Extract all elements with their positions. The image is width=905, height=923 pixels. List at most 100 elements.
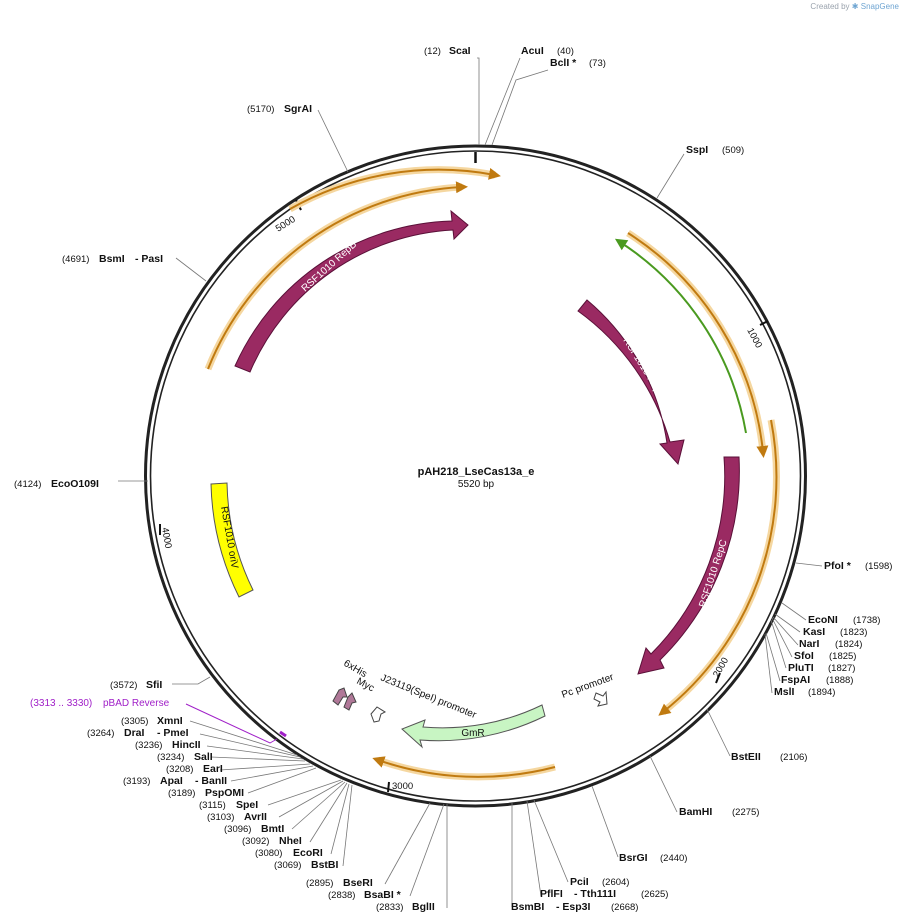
site-xmni[interactable]: (3305) XmnI	[121, 715, 183, 727]
site-msli[interactable]: MslI(1894)	[774, 686, 835, 698]
site-pos: (3069)	[274, 860, 301, 871]
site-pspomi[interactable]: (3189)PspOMI	[168, 787, 244, 799]
site-name: KasI	[803, 626, 825, 638]
site-pos: (1598)	[865, 561, 892, 572]
site-name: SpeI	[236, 799, 258, 811]
feature-repB[interactable]: RSF1010 RepB	[234, 209, 469, 373]
site-pos: (4124)	[14, 479, 41, 490]
site-sspi[interactable]: SspI(509)	[686, 144, 744, 156]
plasmid-name: pAH218_LseCas13a_e	[418, 466, 535, 478]
site-pfoi[interactable]: PfoI *(1598)	[824, 560, 892, 572]
primer-name: pBAD Reverse	[103, 698, 170, 709]
site-nari[interactable]: NarI(1824)	[799, 638, 862, 650]
site-kasi[interactable]: KasI(1823)	[803, 626, 867, 638]
site-avrii[interactable]: (3103) AvrII	[207, 811, 267, 823]
tick-label-1000: 1000	[744, 326, 764, 350]
site-pos: (3092)	[242, 836, 269, 847]
feature-myc[interactable]: Myc	[343, 676, 376, 711]
site-bsmi[interactable]: (4691)BsmI- PasI	[62, 253, 163, 265]
site-bsmbi[interactable]: BsmBI- Esp3I(2668)	[511, 901, 638, 913]
site-name: SfoI	[794, 650, 814, 662]
site-bglii[interactable]: (2833)BglII	[376, 901, 435, 913]
site-pos: (2668)	[611, 902, 638, 913]
orf-arc-bottom	[372, 756, 556, 778]
site-name: EcoO109I	[51, 478, 99, 490]
site-pluti[interactable]: PluTI(1827)	[788, 662, 855, 674]
feature-oriV[interactable]: RSF1010 oriV	[210, 482, 254, 598]
tick-label-5000: 5000	[274, 214, 298, 235]
site-name: FspAI	[781, 674, 810, 686]
site-name: BseRI	[343, 877, 373, 889]
site-scai[interactable]: (12)ScaI	[424, 45, 471, 57]
site-bsteii[interactable]: BstEII(2106)	[731, 751, 807, 763]
primer-range: (3313 .. 3330)	[30, 698, 92, 709]
feature-label-gmr: GmR	[461, 728, 484, 739]
orf-arc-top-inner	[207, 181, 468, 370]
site-pos: (2625)	[641, 889, 668, 900]
site-pos: (40)	[557, 46, 574, 57]
site-eari[interactable]: (3208)EarI	[166, 763, 223, 775]
site-pflfi[interactable]: PflFI- Tth111I(2625)	[540, 888, 668, 900]
site-name-alt: - BanII	[195, 775, 227, 787]
site-name: AvrII	[244, 811, 267, 823]
site-bmti[interactable]: (3096)BmtI	[224, 823, 284, 835]
site-bsrgi[interactable]: BsrGI(2440)	[619, 852, 687, 864]
site-pos: (2440)	[660, 853, 687, 864]
feature-gmr[interactable]: GmR	[401, 704, 546, 749]
site-pos: (1888)	[826, 675, 853, 686]
site-name: BamHI	[679, 806, 712, 818]
site-pos: (3236)	[135, 740, 162, 751]
site-bsabi[interactable]: (2838)BsaBI *	[328, 889, 402, 901]
feature-label-pc: Pc promoter	[560, 672, 616, 701]
site-drai[interactable]: (3264)DraI- PmeI	[87, 727, 189, 739]
site-pos: (3080)	[255, 848, 282, 859]
site-ecoo109i[interactable]: (4124) EcoO109I	[14, 478, 99, 490]
site-name: NarI	[799, 638, 820, 650]
primer-pbad-reverse[interactable]: (3313 .. 3330) pBAD Reverse	[30, 698, 287, 744]
backbone	[144, 144, 807, 808]
site-pos: (509)	[722, 145, 744, 156]
site-pos: (2275)	[732, 807, 759, 818]
site-pos: (3103)	[207, 812, 234, 823]
site-pos: (4691)	[62, 254, 89, 265]
site-nhei[interactable]: (3092)NheI	[242, 835, 302, 847]
site-pcii[interactable]: PciI(2604)	[570, 876, 629, 888]
site-fspai[interactable]: FspAI (1888)	[781, 674, 853, 686]
site-name-alt: - PasI	[135, 253, 163, 265]
site-name: BstEII	[731, 751, 761, 763]
site-sali[interactable]: (3234)SalI	[157, 751, 213, 763]
site-econi[interactable]: EcoNI(1738)	[808, 614, 880, 626]
snapgene-credit: Created by ✱ SnapGene	[810, 2, 899, 11]
site-acui[interactable]: AcuI(40)	[521, 45, 574, 57]
feature-label-repA: RSF1010 RepA	[620, 336, 667, 402]
site-bamhi[interactable]: BamHI (2275)	[679, 806, 759, 818]
site-pos: (3208)	[166, 764, 193, 775]
site-pos: (2833)	[376, 902, 403, 913]
site-spei[interactable]: (3115)SpeI	[199, 799, 258, 811]
plasmid-length: 5520 bp	[458, 479, 495, 490]
tick-label-4000: 4000	[159, 527, 174, 550]
site-name: BstBI	[311, 859, 339, 871]
site-pos: (3305)	[121, 716, 148, 727]
site-pos: (3193)	[123, 776, 150, 787]
site-ecori[interactable]: (3080)EcoRI	[255, 847, 323, 859]
site-apai[interactable]: (3193)ApaI- BanII	[123, 775, 227, 787]
site-bcli[interactable]: BclI *(73)	[550, 57, 606, 69]
site-name: XmnI	[157, 715, 183, 727]
site-hincii[interactable]: (3236) HincII	[135, 739, 201, 751]
site-pos: (2604)	[602, 877, 629, 888]
site-sfii[interactable]: (3572)SfiI	[110, 679, 162, 691]
snapgene-logo-icon: ✱	[851, 2, 859, 11]
site-name: BsaBI *	[364, 889, 402, 901]
site-bstbi[interactable]: (3069) BstBI	[274, 859, 339, 871]
site-name: HincII	[172, 739, 201, 751]
site-pos: (1894)	[808, 687, 835, 698]
feature-repA[interactable]: RSF1010 RepA	[577, 299, 685, 466]
orf-arc-green	[614, 238, 747, 434]
site-name: BclI *	[550, 57, 577, 69]
site-bseri[interactable]: (2895)BseRI	[306, 877, 373, 889]
feature-j23119-promoter[interactable]: J23119(SpeI) promoter	[370, 673, 478, 723]
feature-pc-promoter[interactable]: Pc promoter	[560, 672, 616, 707]
site-sgrai[interactable]: (5170)SgrAI	[247, 103, 312, 115]
site-sfoi[interactable]: SfoI(1825)	[794, 650, 856, 662]
